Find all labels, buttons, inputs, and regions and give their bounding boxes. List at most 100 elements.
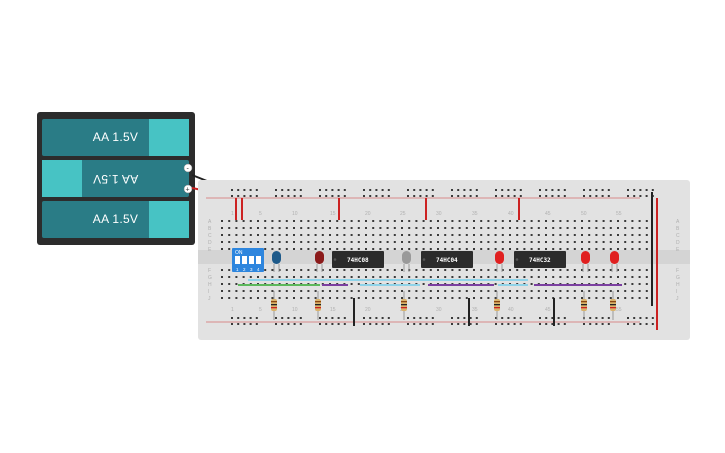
breadboard-hole[interactable] xyxy=(249,276,252,278)
breadboard-hole[interactable] xyxy=(422,248,425,250)
breadboard-hole[interactable] xyxy=(563,323,566,325)
breadboard-hole[interactable] xyxy=(457,317,460,319)
breadboard-hole[interactable] xyxy=(329,227,331,229)
breadboard-hole[interactable] xyxy=(314,234,317,236)
breadboard-hole[interactable] xyxy=(415,220,418,222)
breadboard-hole[interactable] xyxy=(645,189,648,191)
breadboard-hole[interactable] xyxy=(307,269,310,271)
breadboard-hole[interactable] xyxy=(257,276,259,278)
breadboard-hole[interactable] xyxy=(300,290,303,292)
red-led[interactable] xyxy=(610,251,619,272)
breadboard-hole[interactable] xyxy=(552,234,555,236)
breadboard-hole[interactable] xyxy=(357,227,360,229)
breadboard-hole[interactable] xyxy=(545,317,548,319)
breadboard-hole[interactable] xyxy=(422,283,425,285)
breadboard-hole[interactable] xyxy=(451,248,454,250)
breadboard-hole[interactable] xyxy=(557,195,560,197)
breadboard-hole[interactable] xyxy=(237,189,240,191)
breadboard-hole[interactable] xyxy=(300,220,303,222)
breadboard-hole[interactable] xyxy=(271,297,274,299)
resistor[interactable] xyxy=(581,291,587,320)
breadboard-hole[interactable] xyxy=(651,323,654,325)
breadboard-hole[interactable] xyxy=(465,234,468,236)
breadboard-hole[interactable] xyxy=(444,269,447,271)
breadboard-hole[interactable] xyxy=(537,290,540,292)
breadboard-hole[interactable] xyxy=(563,195,566,197)
breadboard-hole[interactable] xyxy=(537,234,540,236)
breadboard-hole[interactable] xyxy=(375,317,378,319)
breadboard-hole[interactable] xyxy=(242,227,245,229)
breadboard-hole[interactable] xyxy=(581,248,583,250)
breadboard-hole[interactable] xyxy=(300,227,303,229)
breadboard-hole[interactable] xyxy=(319,317,321,319)
breadboard-hole[interactable] xyxy=(381,323,384,325)
breadboard-hole[interactable] xyxy=(264,248,267,250)
breadboard-hole[interactable] xyxy=(458,227,461,229)
breadboard-hole[interactable] xyxy=(299,317,302,319)
breadboard-hole[interactable] xyxy=(321,297,324,299)
breadboard-hole[interactable] xyxy=(494,248,497,250)
breadboard-hole[interactable] xyxy=(372,241,375,243)
breadboard-hole[interactable] xyxy=(501,269,504,271)
breadboard-hole[interactable] xyxy=(559,241,562,243)
breadboard-hole[interactable] xyxy=(633,189,636,191)
breadboard-hole[interactable] xyxy=(437,234,439,236)
breadboard-hole[interactable] xyxy=(559,227,562,229)
breadboard-hole[interactable] xyxy=(413,189,416,191)
breadboard-hole[interactable] xyxy=(609,227,612,229)
breadboard-hole[interactable] xyxy=(386,290,389,292)
breadboard-hole[interactable] xyxy=(293,276,295,278)
dip-toggle[interactable] xyxy=(235,256,240,264)
dip-switch[interactable]: ON 1 2 3 4 xyxy=(232,248,264,272)
breadboard-hole[interactable] xyxy=(357,269,360,271)
breadboard-hole[interactable] xyxy=(475,189,478,191)
breadboard-hole[interactable] xyxy=(293,323,296,325)
breadboard-hole[interactable] xyxy=(509,227,511,229)
breadboard-hole[interactable] xyxy=(463,323,466,325)
breadboard-hole[interactable] xyxy=(243,323,246,325)
breadboard-hole[interactable] xyxy=(451,241,454,243)
breadboard-hole[interactable] xyxy=(516,227,519,229)
breadboard-hole[interactable] xyxy=(573,234,576,236)
breadboard-hole[interactable] xyxy=(429,276,432,278)
breadboard-hole[interactable] xyxy=(595,248,598,250)
breadboard-hole[interactable] xyxy=(551,317,554,319)
breadboard-hole[interactable] xyxy=(494,234,497,236)
breadboard-hole[interactable] xyxy=(437,220,439,222)
breadboard-hole[interactable] xyxy=(293,269,295,271)
breadboard-hole[interactable] xyxy=(516,269,519,271)
breadboard-hole[interactable] xyxy=(530,248,533,250)
breadboard-hole[interactable] xyxy=(617,248,619,250)
breadboard-hole[interactable] xyxy=(581,241,583,243)
breadboard-hole[interactable] xyxy=(530,269,533,271)
breadboard-hole[interactable] xyxy=(545,220,547,222)
breadboard-hole[interactable] xyxy=(285,297,288,299)
breadboard-hole[interactable] xyxy=(275,323,277,325)
breadboard-hole[interactable] xyxy=(293,297,295,299)
breadboard-hole[interactable] xyxy=(602,290,605,292)
breadboard-hole[interactable] xyxy=(393,297,396,299)
breadboard-hole[interactable] xyxy=(469,323,472,325)
breadboard-hole[interactable] xyxy=(321,234,324,236)
breadboard-hole[interactable] xyxy=(451,276,454,278)
breadboard-hole[interactable] xyxy=(624,220,627,222)
breadboard-hole[interactable] xyxy=(307,227,310,229)
breadboard-hole[interactable] xyxy=(228,297,231,299)
breadboard-hole[interactable] xyxy=(480,220,483,222)
breadboard-hole[interactable] xyxy=(651,317,654,319)
breadboard-hole[interactable] xyxy=(507,195,510,197)
breadboard-hole[interactable] xyxy=(415,269,418,271)
breadboard-hole[interactable] xyxy=(451,234,454,236)
breadboard-hole[interactable] xyxy=(581,290,583,292)
breadboard-hole[interactable] xyxy=(365,241,367,243)
breadboard-hole[interactable] xyxy=(458,234,461,236)
breadboard-hole[interactable] xyxy=(589,317,592,319)
breadboard-hole[interactable] xyxy=(299,195,302,197)
breadboard-hole[interactable] xyxy=(473,220,475,222)
breadboard-hole[interactable] xyxy=(638,248,641,250)
breadboard-hole[interactable] xyxy=(651,189,654,191)
breadboard-hole[interactable] xyxy=(325,317,328,319)
breadboard-hole[interactable] xyxy=(480,248,483,250)
breadboard-hole[interactable] xyxy=(419,195,422,197)
breadboard-hole[interactable] xyxy=(264,276,267,278)
